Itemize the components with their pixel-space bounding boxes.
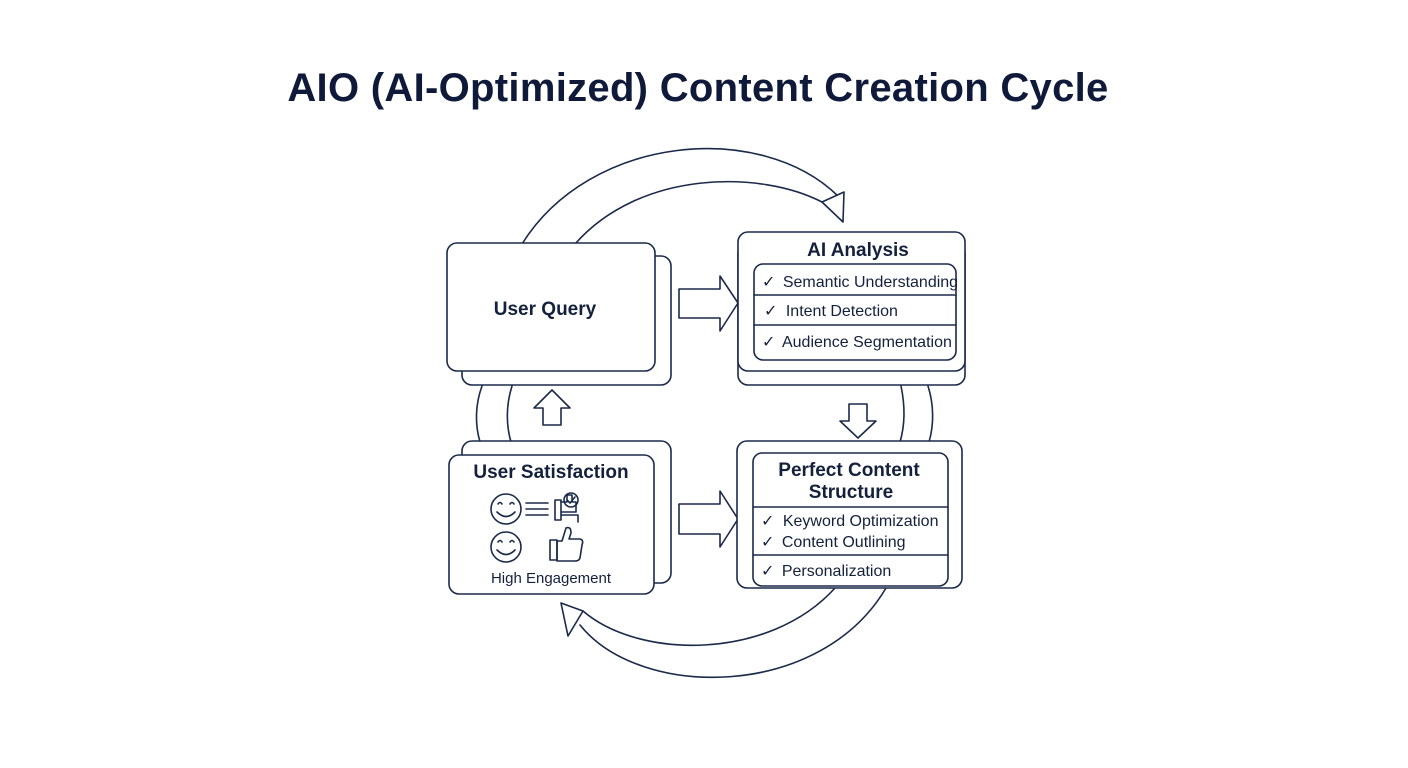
ai-analysis-label: AI Analysis [807,240,909,261]
diagram-title: AIO (AI-Optimized) Content Creation Cycl… [287,66,1109,110]
top-cycle-arrow [521,147,845,245]
right-cycle-rail [899,385,934,443]
perfect-content-label-line1: Perfect Content [778,460,920,481]
user-satisfaction-label: User Satisfaction [473,462,628,483]
ai-analysis-item: ✓ Intent Detection [764,303,898,320]
user-satisfaction-node: User Satisfaction [448,440,672,595]
check-icon: ✓ [764,303,777,320]
smiley-icon [490,493,522,525]
check-icon: ✓ [762,334,775,351]
lines-icon [525,502,549,516]
perfect-content-label-line2: Structure [809,482,893,503]
perfect-content-node: Perfect Content Structure ✓ Keyword Opti… [736,440,963,589]
thumbs-up-check-icon [554,492,579,523]
smiley-icon [490,531,522,563]
check-icon: ✓ [761,534,774,551]
right-arrow-query-to-analysis [678,275,739,332]
perfect-content-item: ✓ Personalization [761,563,891,580]
perfect-content-item: ✓ Content Outlining [761,534,906,551]
bottom-cycle-arrow [560,587,887,678]
down-arrow [839,403,877,439]
thumbs-up-icon [549,526,584,562]
ai-analysis-item: ✓ Audience Segmentation [762,334,952,351]
ai-analysis-node: AI Analysis ✓ Semantic Understanding ✓ I… [737,231,966,386]
up-arrow [533,389,571,426]
check-icon: ✓ [761,513,774,530]
user-query-label: User Query [494,299,597,320]
user-query-node: User Query [446,242,672,386]
check-icon: ✓ [762,274,775,291]
left-cycle-rail [475,385,513,443]
perfect-content-item: ✓ Keyword Optimization [761,513,938,530]
ai-analysis-item: ✓ Semantic Understanding [762,274,958,291]
high-engagement-caption: High Engagement [491,570,612,587]
right-arrow-satisfaction-to-content [678,490,739,548]
check-icon: ✓ [761,563,774,580]
ai-analysis-checklist [753,263,957,361]
